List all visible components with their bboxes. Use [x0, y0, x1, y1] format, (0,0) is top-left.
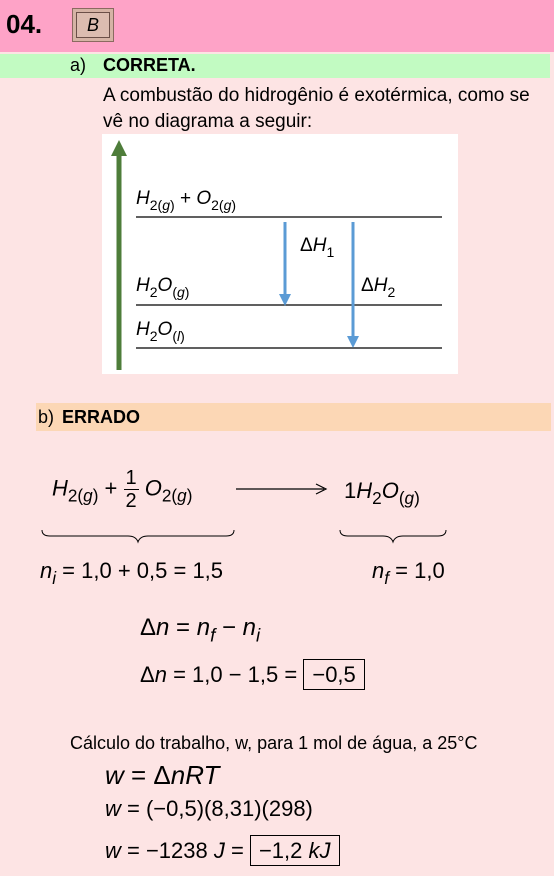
item-a-text: A combustão do hidrogênio é exotérmica, …	[103, 85, 530, 132]
initial-moles: ni = 1,0 + 0,5 = 1,5	[40, 558, 224, 588]
enthalpy-axis-arrowhead	[111, 140, 127, 156]
question-number: 04.	[6, 9, 43, 39]
svg-text:H2(g) + O2(g): H2(g) + O2(g)	[136, 188, 236, 213]
item-a-status: CORRETA.	[103, 55, 196, 75]
delta-n-definition: Δn = nf − ni	[140, 614, 261, 646]
work-result: w = −1238 J = −1,2 kJ	[105, 835, 340, 866]
answer-box: B	[72, 8, 114, 42]
item-b-label: b)	[38, 407, 55, 427]
products-brace	[339, 529, 447, 544]
item-a-label: a)	[70, 55, 87, 75]
delta-n-result: Δn = 1,0 − 1,5 = −0,5	[140, 659, 365, 690]
item-b-status: ERRADO	[62, 407, 141, 427]
reactants-brace	[41, 529, 235, 544]
svg-text:H2O(l): H2O(l)	[136, 319, 185, 344]
svg-text:H2O(g): H2O(g)	[136, 275, 189, 300]
work-formula: w = ΔnRT	[105, 760, 220, 790]
final-moles: nf = 1,0	[372, 558, 445, 588]
item-a-bar	[0, 54, 550, 78]
answer-letter: B	[76, 12, 110, 38]
item-b-bar	[36, 403, 551, 431]
svg-text:ΔH2: ΔH2	[361, 275, 395, 300]
enthalpy-diagram: H2(g) + O2(g) H2O(g) H2O(l) ΔH1 ΔH2	[102, 134, 458, 374]
enthalpy-diagram-svg: H2(g) + O2(g) H2O(g) H2O(l) ΔH1 ΔH2	[111, 140, 442, 370]
reaction-arrow	[236, 483, 328, 495]
reaction-product: 1H2O(g)	[344, 478, 420, 508]
svg-text:ΔH1: ΔH1	[300, 235, 334, 260]
work-substitution: w = (−0,5)(8,31)(298)	[105, 796, 313, 821]
work-calculation-text: Cálculo do trabalho, w, para 1 mol de ág…	[70, 733, 478, 753]
